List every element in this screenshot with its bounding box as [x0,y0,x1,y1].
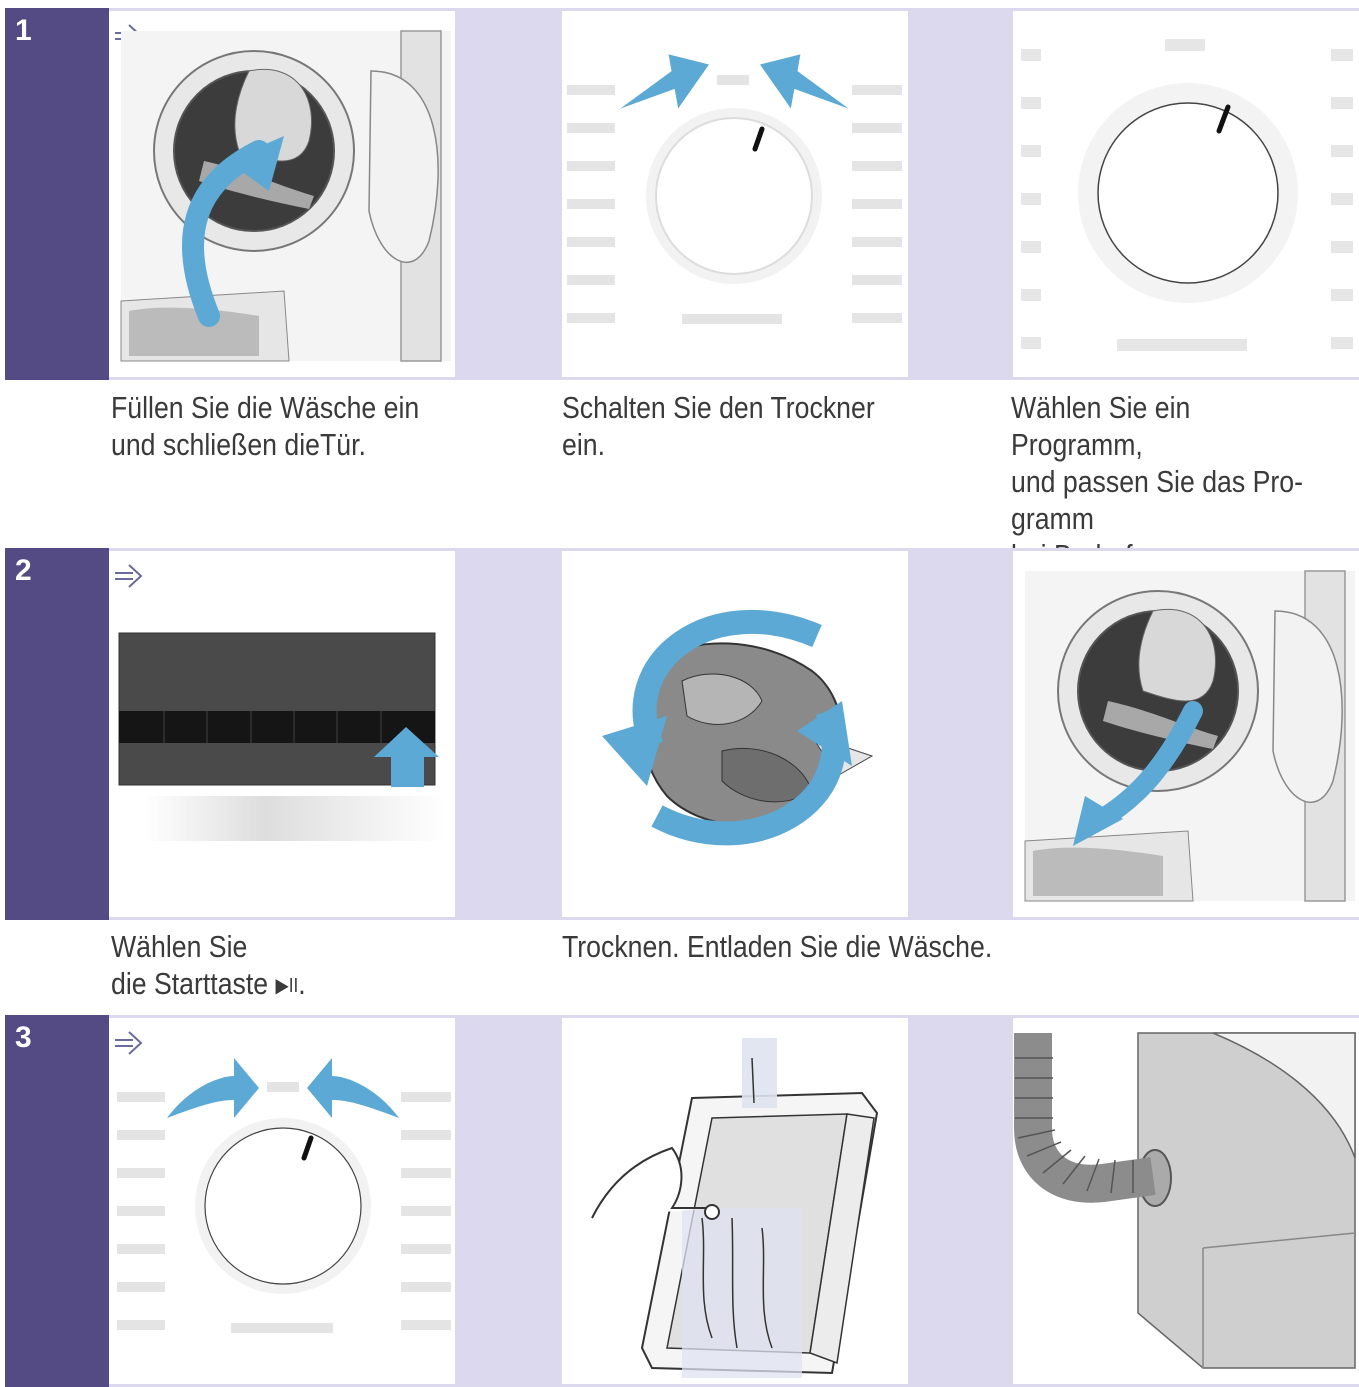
panel-switch-off [109,1018,455,1384]
load-laundry-illustration [115,24,451,362]
step-3-band: 3 [5,1015,1359,1387]
caption-load-laundry: Füllen Sie die Wäsche ein und schließen … [111,390,420,462]
step-2-band: 2 [5,548,1359,920]
caption-start-button: Wählen Sie die Starttaste ▶II. [111,928,306,1005]
dial-off-illustration [115,1031,451,1333]
step-3-number: 3 [15,1021,32,1054]
panel-switch-on [562,11,908,377]
step-1-number: 1 [15,14,32,47]
start-button-illustration [115,564,444,841]
panel-choose-program [1013,11,1359,377]
step-3-sidebar: 3 [5,1015,109,1387]
step-1-band: 1 [5,8,1359,380]
panel-load-laundry [109,11,455,377]
panel-clean-filter [562,1018,908,1384]
drain-hose-illustration [1014,1032,1356,1369]
step-1-sidebar: 1 [5,8,109,380]
unload-laundry-illustration [1024,570,1355,902]
double-arrow-right-icon [115,564,143,588]
program-dial-illustration [1021,39,1353,351]
fluff-filter-illustration [591,1038,879,1378]
double-arrow-right-icon [115,1031,143,1055]
panel-drain-hose [1013,1018,1359,1384]
start-pause-icon: ▶II [275,975,299,997]
caption-start-text: Wählen Sie die Starttaste [111,929,269,1001]
panel-start-button [109,551,455,917]
panel-drying [562,551,908,917]
caption-drying: Trocknen. Entladen Sie die Wäsche. [562,929,993,964]
step-2-sidebar: 2 [5,548,109,920]
caption-switch-on: Schalten Sie den Trockner ein. [562,390,875,462]
caption-choose-program: Wählen Sie ein Programm, und passen Sie … [1011,390,1303,573]
panel-unload-laundry [1013,551,1359,917]
caption-start-end: . [298,966,306,1001]
step-2-number: 2 [15,554,32,587]
drum-rotation-illustration [602,609,874,846]
dial-turn-illustration [567,54,902,324]
